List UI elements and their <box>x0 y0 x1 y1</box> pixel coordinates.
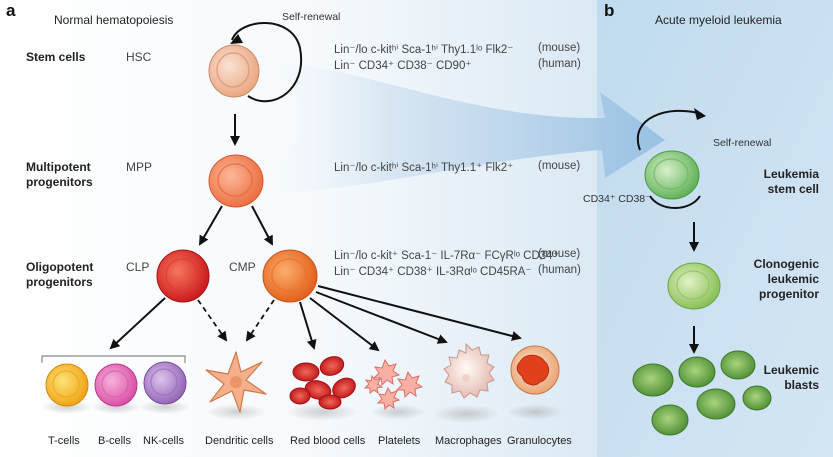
cmp-to-macrophages-arrow <box>315 291 448 344</box>
clp-to-lymphoid-arrow <box>109 297 166 350</box>
blasts-label-line2: blasts <box>784 378 819 392</box>
macrophages-label: Macrophages <box>435 435 502 447</box>
hsc-abbr: HSC <box>126 50 152 64</box>
macrophage <box>443 342 495 399</box>
granulocyte <box>510 345 560 395</box>
stem-cells-label: Stem cells <box>26 50 86 64</box>
platelets <box>363 358 424 411</box>
cmp-cell <box>262 249 318 303</box>
platelets-label: Platelets <box>378 435 421 447</box>
hsc-self-renewal-label: Self-renewal <box>282 11 341 23</box>
nk-cell <box>143 361 187 405</box>
oligopotent-mouse-species: (mouse) <box>538 248 581 260</box>
mpp-to-cmp-arrow <box>251 205 273 246</box>
hsc-human-species: (human) <box>538 58 581 70</box>
granulocytes-label: Granulocytes <box>507 435 572 447</box>
lsc-label-line2: stem cell <box>767 182 819 196</box>
progenitor-label-line2: leukemic <box>767 272 819 286</box>
red-blood-cells-label: Red blood cells <box>290 435 366 447</box>
lsc-self-renewal-loop <box>636 109 703 151</box>
lymphoid-bracket <box>41 355 186 363</box>
hsc-mouse-markers: Lin⁻/lo c-kitʰⁱ Sca-1ʰⁱ Thy1.1ˡᵒ Flk2⁻ <box>334 44 514 56</box>
clonogenic-progenitor-cell <box>667 262 721 310</box>
progenitor-label-line1: Clonogenic <box>753 257 819 271</box>
clp-to-dendritic-arrow <box>197 299 228 342</box>
mpp-cell <box>208 154 264 208</box>
oligopotent-label-line2: progenitors <box>26 275 93 289</box>
hsc-human-markers: Lin⁻ CD34⁺ CD38⁻ CD90⁺ <box>334 60 472 72</box>
panel-a-letter: a <box>6 1 16 20</box>
leukemic-blasts <box>632 350 772 436</box>
self-renewal-loop <box>231 22 303 103</box>
hsc-mouse-species: (mouse) <box>538 42 581 54</box>
leukemia-stem-cell <box>644 150 700 200</box>
cmp-to-rbc-arrow <box>299 301 317 350</box>
mpp-mouse-species: (mouse) <box>538 160 581 172</box>
cmp-to-platelets-arrow <box>309 297 380 352</box>
t-cells-label: T-cells <box>48 435 80 447</box>
clp-abbr: CLP <box>126 260 150 274</box>
b-cells-label: B-cells <box>98 435 132 447</box>
clp-cell <box>156 249 210 303</box>
panel-a-title: Normal hematopoiesis <box>54 13 174 27</box>
cmp-to-dendritic-arrow <box>245 299 275 342</box>
oligopotent-human-species: (human) <box>538 264 581 276</box>
nk-cells-label: NK-cells <box>143 435 184 447</box>
mpp-to-clp-arrow <box>198 205 223 246</box>
multipotent-label-line1: Multipotent <box>26 160 91 174</box>
lsc-markers: CD34⁺ CD38⁻ <box>583 193 651 205</box>
cmp-to-granulocytes-arrow <box>317 285 522 341</box>
panel-b-letter: b <box>604 1 615 20</box>
blasts-label-line1: Leukemic <box>763 363 819 377</box>
multipotent-label-line2: progenitors <box>26 175 93 189</box>
transformation-arrow <box>240 60 665 196</box>
oligopotent-label-line1: Oligopotent <box>26 260 94 274</box>
dendritic-cells-label: Dendritic cells <box>205 435 274 447</box>
mpp-abbr: MPP <box>126 160 153 174</box>
panel-b-title: Acute myeloid leukemia <box>655 13 782 27</box>
lsc-self-renewal-label: Self-renewal <box>713 137 772 149</box>
lsc-label-line1: Leukemia <box>763 167 819 181</box>
progenitor-label-line3: progenitor <box>759 287 819 301</box>
b-cell <box>94 363 138 407</box>
red-blood-cells <box>289 356 356 410</box>
cmp-abbr: CMP <box>229 260 256 274</box>
oligopotent-mouse-markers: Lin⁻/lo c-kit⁺ Sca-1⁻ IL-7Rα⁻ FCγRˡᵒ CD3… <box>334 250 559 262</box>
t-cell <box>45 363 89 407</box>
mpp-mouse-markers: Lin⁻/lo c-kitʰⁱ Sca-1ʰⁱ Thy1.1⁺ Flk2⁺ <box>334 162 514 174</box>
oligopotent-human-markers: Lin⁻ CD34⁺ CD38⁺ IL-3Rαˡᵒ CD45RA⁻ <box>334 266 532 278</box>
